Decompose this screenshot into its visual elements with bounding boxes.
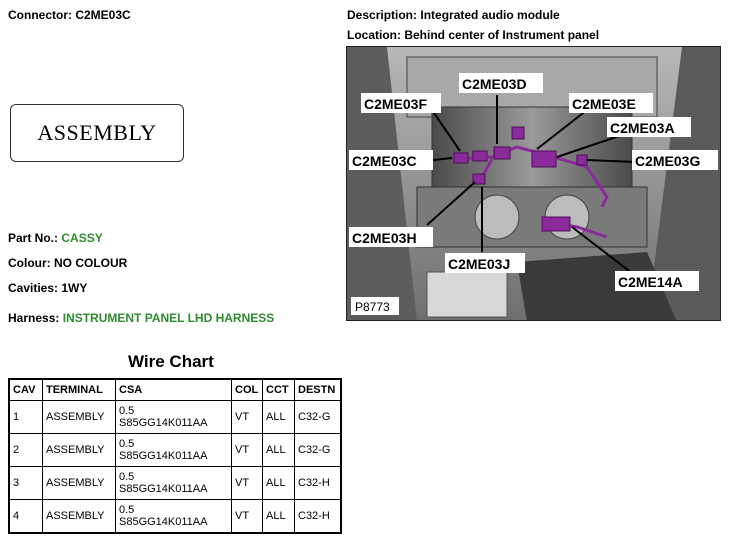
callout-c2me03a: C2ME03A xyxy=(610,120,675,136)
callout-c2me14a: C2ME14A xyxy=(618,274,683,290)
csa-size: 0.5 xyxy=(119,438,135,450)
col-cell: VT xyxy=(231,400,263,434)
callout-c2me03j: C2ME03J xyxy=(448,256,510,272)
colour-field: Colour: NO COLOUR xyxy=(8,256,127,270)
part-no-label: Part No.: xyxy=(8,231,59,245)
csa-part: S85GG14K011AA xyxy=(119,516,208,528)
cavities-value: 1WY xyxy=(61,281,88,295)
description-value: Integrated audio module xyxy=(420,8,560,22)
destn-cell: C32-H xyxy=(294,499,342,534)
callout-c2me03e: C2ME03E xyxy=(572,96,636,112)
csa-part: S85GG14K011AA xyxy=(119,450,208,462)
destn-cell: C32-H xyxy=(294,466,342,500)
location-value: Behind center of Instrument panel xyxy=(404,28,600,42)
location-photo: C2ME03D C2ME03F C2ME03E C2ME03A C2ME03C … xyxy=(346,46,721,321)
wire-chart-header-row: CAV TERMINAL CSA COL CCT DESTN xyxy=(8,378,342,401)
col-header-terminal: TERMINAL xyxy=(42,378,116,401)
wire-chart-table: CAV TERMINAL CSA COL CCT DESTN 1 ASSEMBL… xyxy=(8,378,342,534)
colour-label: Colour: xyxy=(8,256,51,270)
col-header-cct: CCT xyxy=(262,378,295,401)
csa-part: S85GG14K011AA xyxy=(119,483,208,495)
col-cell: VT xyxy=(231,433,263,467)
connector-value: C2ME03C xyxy=(75,8,131,22)
cct-cell: ALL xyxy=(262,466,295,500)
photo-reference: P8773 xyxy=(355,300,390,314)
col-header-csa: CSA xyxy=(115,378,232,401)
col-header-cav: CAV xyxy=(8,378,43,401)
assembly-image-box: ASSEMBLY xyxy=(10,104,184,162)
callout-c2me03h: C2ME03H xyxy=(352,230,417,246)
col-cell: VT xyxy=(231,499,263,534)
cav-cell: 3 xyxy=(8,466,43,500)
destn-cell: C32-G xyxy=(294,400,342,434)
destn-cell: C32-G xyxy=(294,433,342,467)
terminal-cell: ASSEMBLY xyxy=(42,499,116,534)
cavities-label: Cavities: xyxy=(8,281,59,295)
cavities-field: Cavities: 1WY xyxy=(8,281,87,295)
terminal-cell: ASSEMBLY xyxy=(42,466,116,500)
callout-c2me03c: C2ME03C xyxy=(352,153,417,169)
col-cell: VT xyxy=(231,466,263,500)
location-field: Location: Behind center of Instrument pa… xyxy=(347,28,599,42)
harness-label: Harness: xyxy=(8,311,60,325)
csa-size: 0.5 xyxy=(119,471,135,483)
wire-chart-title: Wire Chart xyxy=(128,352,214,371)
cav-cell: 1 xyxy=(8,400,43,434)
csa-size: 0.5 xyxy=(119,504,135,516)
description-label: Description: xyxy=(347,8,418,22)
description-field: Description: Integrated audio module xyxy=(347,8,560,22)
cav-cell: 4 xyxy=(8,499,43,534)
location-label: Location: xyxy=(347,28,401,42)
col-header-destn: DESTN xyxy=(294,378,342,401)
csa-size: 0.5 xyxy=(119,405,135,417)
location-photo-drawing: C2ME03D C2ME03F C2ME03E C2ME03A C2ME03C … xyxy=(347,47,720,320)
part-no-value[interactable]: CASSY xyxy=(61,231,103,245)
col-header-col: COL xyxy=(231,378,263,401)
cct-cell: ALL xyxy=(262,499,295,534)
csa-part: S85GG14K011AA xyxy=(119,417,208,429)
harness-field: Harness: INSTRUMENT PANEL LHD HARNESS xyxy=(8,311,274,325)
callout-c2me03g: C2ME03G xyxy=(635,153,700,169)
connector-label: Connector: xyxy=(8,8,72,22)
cav-cell: 2 xyxy=(8,433,43,467)
cct-cell: ALL xyxy=(262,400,295,434)
callout-c2me03f: C2ME03F xyxy=(364,96,427,112)
colour-value: NO COLOUR xyxy=(54,256,128,270)
terminal-cell: ASSEMBLY xyxy=(42,433,116,467)
terminal-cell: ASSEMBLY xyxy=(42,400,116,434)
callout-c2me03d: C2ME03D xyxy=(462,76,527,92)
part-no-field: Part No.: CASSY xyxy=(8,231,103,245)
connector-field: Connector: C2ME03C xyxy=(8,8,131,22)
cct-cell: ALL xyxy=(262,433,295,467)
harness-value[interactable]: INSTRUMENT PANEL LHD HARNESS xyxy=(62,311,275,325)
